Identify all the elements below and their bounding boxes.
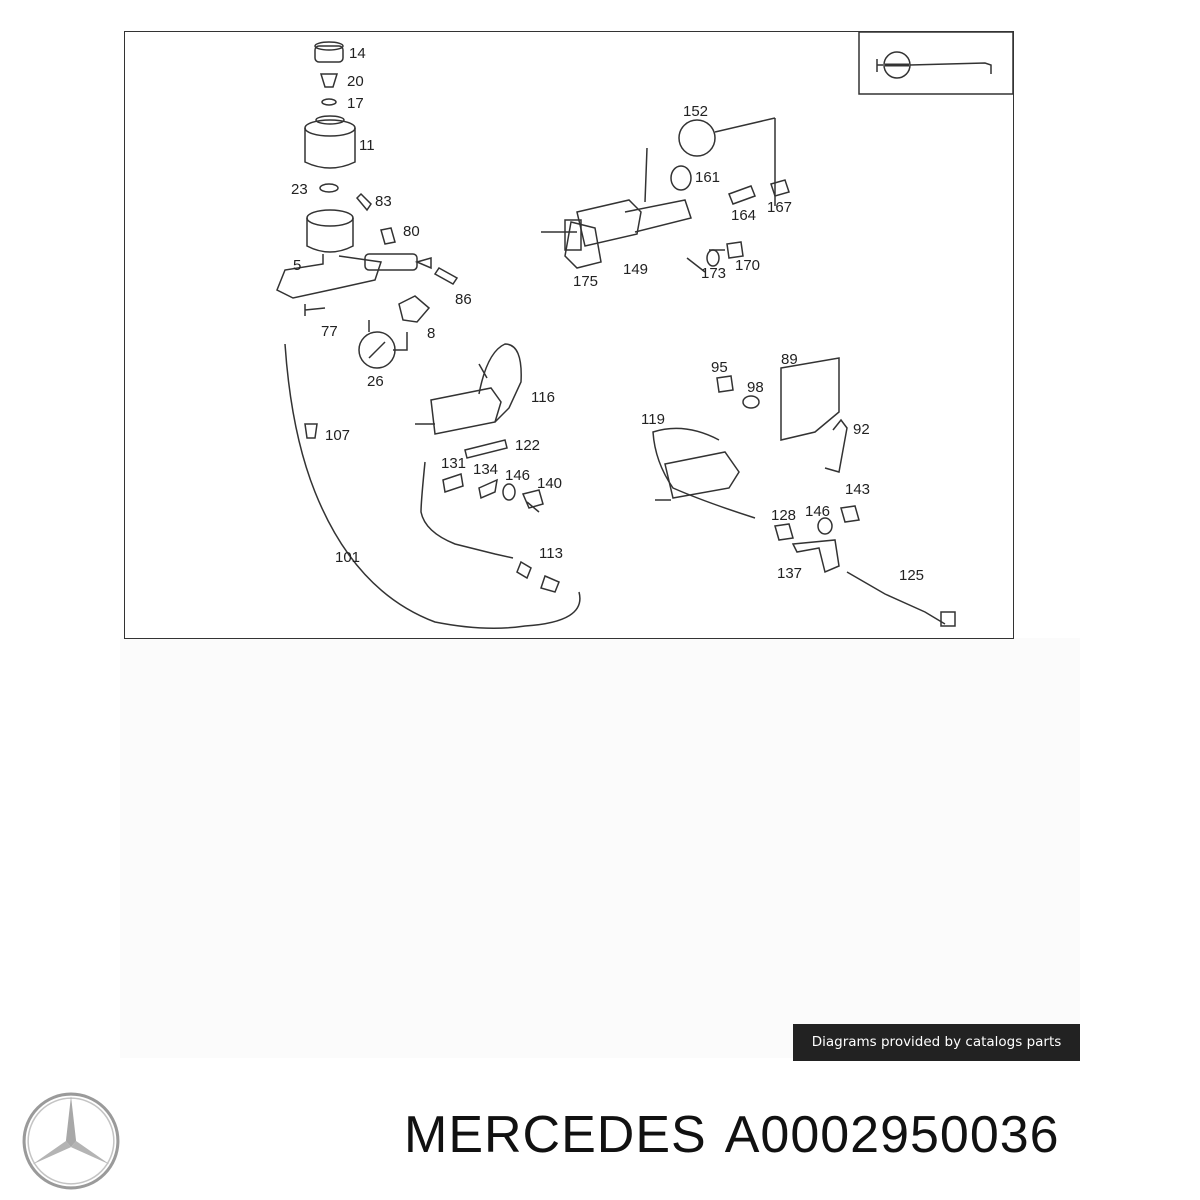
callout-107: 107 — [325, 427, 350, 444]
callout-119: 119 — [641, 411, 665, 428]
reservoir-cap — [314, 45, 344, 63]
callout-11: 11 — [359, 137, 375, 154]
callout-137: 137 — [777, 565, 802, 582]
callout-20: 20 — [347, 73, 364, 90]
callout-14: 14 — [349, 45, 366, 62]
callout-101: 101 — [335, 549, 360, 566]
callout-128: 128 — [771, 507, 796, 524]
callout-149: 149 — [623, 261, 648, 278]
callout-134: 134 — [473, 461, 498, 478]
callout-26: 26 — [367, 373, 384, 390]
credit-banner: Diagrams provided by catalogs parts — [793, 1024, 1080, 1061]
part-number: A0002950036 — [724, 1106, 1060, 1164]
callout-86: 86 — [455, 291, 472, 308]
callout-77: 77 — [321, 323, 338, 340]
callout-95: 95 — [711, 359, 728, 376]
callout-175: 175 — [573, 273, 598, 290]
part-title: MERCEDES A0002950036 — [404, 1105, 1078, 1165]
callout-140: 140 — [537, 475, 562, 492]
callout-146: 146 — [505, 467, 530, 484]
bracket-89 — [780, 357, 840, 441]
callout-173: 173 — [701, 265, 726, 282]
callout-131: 131 — [441, 455, 466, 472]
callout-83: 83 — [375, 193, 392, 210]
callout-143: 143 — [845, 481, 870, 498]
callout-98: 98 — [747, 379, 764, 396]
brand-name: MERCEDES — [404, 1106, 707, 1164]
diagram-drawing: 14 20 17 11 23 83 80 5 86 77 8 26 152 16… — [276, 32, 1013, 629]
callout-92: 92 — [853, 421, 870, 438]
callout-152: 152 — [683, 103, 708, 120]
callout-80: 80 — [403, 223, 420, 240]
callout-8: 8 — [427, 325, 435, 342]
parts-diagram: 14 20 17 11 23 83 80 5 86 77 8 26 152 16… — [124, 31, 1014, 639]
orientation-inset — [858, 32, 1013, 95]
callout-125: 125 — [899, 567, 924, 584]
background-panel — [120, 638, 1080, 1058]
callout-labels: 14 20 17 11 23 83 80 5 86 77 8 26 152 16… — [291, 45, 924, 584]
callout-89: 89 — [781, 351, 798, 368]
callout-5: 5 — [293, 257, 301, 274]
mercedes-star-icon — [22, 1092, 120, 1190]
callout-167: 167 — [767, 199, 792, 216]
callout-164: 164 — [731, 207, 756, 224]
callout-17: 17 — [347, 95, 364, 112]
callout-116: 116 — [531, 389, 555, 406]
callout-23: 23 — [291, 181, 308, 198]
callout-170: 170 — [735, 257, 760, 274]
callout-161: 161 — [695, 169, 720, 186]
callout-113: 113 — [539, 545, 563, 562]
callout-122: 122 — [515, 437, 540, 454]
callout-146b: 146 — [805, 503, 830, 520]
